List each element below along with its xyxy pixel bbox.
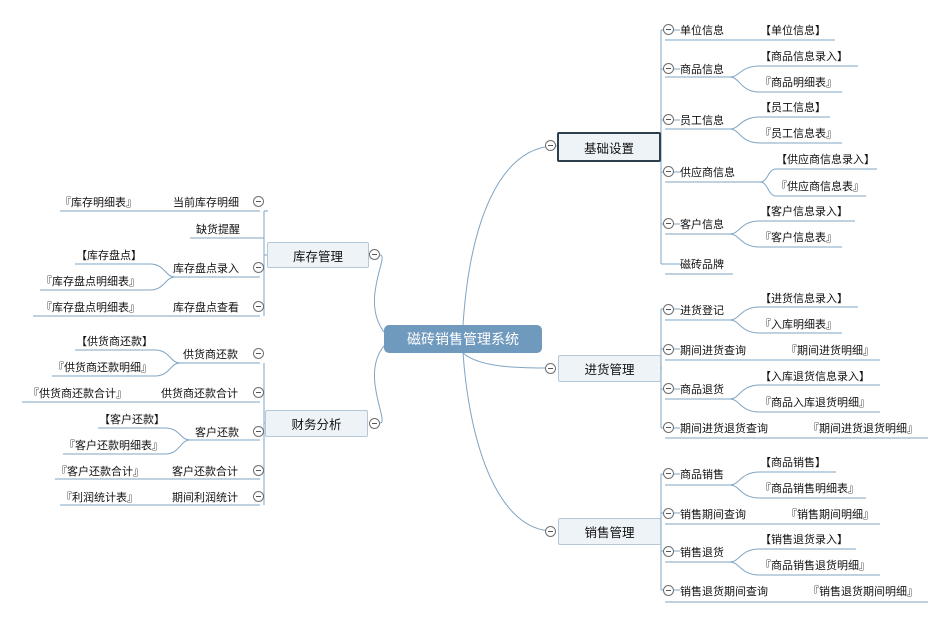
topic-cizhuan[interactable]: 磁砖品牌 <box>680 258 724 271</box>
collapse-toggle-icon[interactable] <box>663 546 674 557</box>
topic-xiaoshou-qijian[interactable]: 销售期间查询 <box>680 508 746 521</box>
topic-yuangong[interactable]: 员工信息 <box>680 114 724 127</box>
collapse-toggle-icon[interactable] <box>369 249 380 260</box>
topic-gongying[interactable]: 供应商信息 <box>680 166 735 179</box>
topic-xiaoshou-tuihuo[interactable]: 销售退货 <box>680 546 724 559</box>
leaf-tuihuo-detail[interactable]: 『商品入库退货明细』 <box>760 396 870 409</box>
topic-shangpin[interactable]: 商品信息 <box>680 63 724 76</box>
leaf-kehu-huankuan-detail[interactable]: 『客户还款明细表』 <box>64 439 163 452</box>
topic-dangqian-kucun[interactable]: 当前库存明细 <box>173 196 239 209</box>
leaf-jinhuo-tuihuo-detail[interactable]: 『期间进货退货明细』 <box>808 422 918 435</box>
topic-kehu-huankuan[interactable]: 客户还款 <box>195 426 239 439</box>
collapse-toggle-icon[interactable] <box>253 426 264 437</box>
collapse-toggle-icon[interactable] <box>545 140 556 151</box>
leaf-tuihuo-entry[interactable]: 【入库退货信息录入】 <box>760 370 870 383</box>
leaf-kehu-entry[interactable]: 【客户信息录入】 <box>760 205 848 218</box>
topic-pandian-entry[interactable]: 库存盘点录入 <box>173 262 239 275</box>
topic-quehuo[interactable]: 缺货提醒 <box>196 223 240 236</box>
leaf-lirun[interactable]: 『利润统计表』 <box>61 491 138 504</box>
leaf-gys-huankuan[interactable]: 【供货商还款】 <box>76 335 153 348</box>
topic-jinhuo-dengji[interactable]: 进货登记 <box>680 304 724 317</box>
topic-shangpin-tuihuo[interactable]: 商品退货 <box>680 383 724 396</box>
leaf-kehu-huankuan[interactable]: 【客户还款】 <box>99 413 165 426</box>
collapse-toggle-icon[interactable] <box>253 387 264 398</box>
leaf-yuangong-info[interactable]: 【员工信息】 <box>760 101 826 114</box>
leaf-shangpin-detail[interactable]: 『商品明细表』 <box>760 76 837 89</box>
collapse-toggle-icon[interactable] <box>253 465 264 476</box>
collapse-toggle-icon[interactable] <box>663 166 674 177</box>
topic-gys-heji[interactable]: 供货商还款合计 <box>161 387 238 400</box>
collapse-toggle-icon[interactable] <box>253 491 264 502</box>
topic-kehu[interactable]: 客户信息 <box>680 218 724 231</box>
leaf-xiaoshou-tuihuo-detail[interactable]: 『商品销售退货明细』 <box>760 559 870 572</box>
leaf-xiaoshou-qijian-detail[interactable]: 『销售期间明细』 <box>786 508 874 521</box>
topic-shangpin-xiaoshou[interactable]: 商品销售 <box>680 468 724 481</box>
leaf-pandian[interactable]: 【库存盘点】 <box>76 249 142 262</box>
leaf-pandian-detail[interactable]: 『库存盘点明细表』 <box>41 275 140 288</box>
collapse-toggle-icon[interactable] <box>663 508 674 519</box>
branch-caiwu[interactable]: 财务分析 <box>265 410 368 437</box>
collapse-toggle-icon[interactable] <box>663 585 674 596</box>
collapse-toggle-icon[interactable] <box>545 526 556 537</box>
branch-jichu[interactable]: 基础设置 <box>557 132 661 162</box>
topic-danwei[interactable]: 单位信息 <box>680 24 724 37</box>
leaf-kehu-heji[interactable]: 『客户还款合计』 <box>56 465 144 478</box>
leaf-danwei-info[interactable]: 【单位信息】 <box>760 24 826 37</box>
leaf-xiaoshou[interactable]: 【商品销售】 <box>760 456 826 469</box>
leaf-yuangong-table[interactable]: 『员工信息表』 <box>760 127 837 140</box>
leaf-gongying-entry[interactable]: 【供应商信息录入】 <box>776 153 875 166</box>
leaf-shangpin-entry[interactable]: 【商品信息录入】 <box>760 50 848 63</box>
leaf-kucun-detail[interactable]: 『库存明细表』 <box>60 196 137 209</box>
collapse-toggle-icon[interactable] <box>253 196 264 207</box>
collapse-toggle-icon[interactable] <box>663 304 674 315</box>
leaf-xiaoshou-tuihuo-qijian-detail[interactable]: 『销售退货期间明细』 <box>808 585 918 598</box>
topic-gys-huankuan[interactable]: 供货商还款 <box>183 348 238 361</box>
collapse-toggle-icon[interactable] <box>253 262 264 273</box>
branch-kucun[interactable]: 库存管理 <box>267 242 369 268</box>
leaf-gys-heji[interactable]: 『供货商还款合计』 <box>28 387 127 400</box>
collapse-toggle-icon[interactable] <box>663 468 674 479</box>
leaf-jinhuo-entry[interactable]: 【进货信息录入】 <box>760 292 848 305</box>
collapse-toggle-icon[interactable] <box>253 348 264 359</box>
topic-jinhuo-tuihuo-qijian[interactable]: 期间进货退货查询 <box>680 422 768 435</box>
collapse-toggle-icon[interactable] <box>663 218 674 229</box>
leaf-jinhuo-qijian-detail[interactable]: 『期间进货明细』 <box>786 344 874 357</box>
topic-xiaoshou-tuihuo-qijian[interactable]: 销售退货期间查询 <box>680 585 768 598</box>
collapse-toggle-icon[interactable] <box>545 363 556 374</box>
collapse-toggle-icon[interactable] <box>253 301 264 312</box>
leaf-pandian-view-detail[interactable]: 『库存盘点明细表』 <box>41 301 140 314</box>
leaf-ruku-detail[interactable]: 『入库明细表』 <box>760 318 837 331</box>
collapse-toggle-icon[interactable] <box>663 422 674 433</box>
topic-jinhuo-qijian[interactable]: 期间进货查询 <box>680 344 746 357</box>
collapse-toggle-icon[interactable] <box>663 24 674 35</box>
leaf-gongying-table[interactable]: 『供应商信息表』 <box>776 180 864 193</box>
collapse-toggle-icon[interactable] <box>663 383 674 394</box>
leaf-xiaoshou-tuihuo-entry[interactable]: 【销售退货录入】 <box>760 533 848 546</box>
leaf-xiaoshou-detail[interactable]: 『商品销售明细表』 <box>760 482 859 495</box>
topic-lirun[interactable]: 期间利润统计 <box>172 491 238 504</box>
leaf-kehu-table[interactable]: 『客户信息表』 <box>760 231 837 244</box>
leaf-gys-huankuan-detail[interactable]: 『供货商还款明细』 <box>53 361 152 374</box>
topic-pandian-view[interactable]: 库存盘点查看 <box>173 301 239 314</box>
collapse-toggle-icon[interactable] <box>663 114 674 125</box>
topic-kehu-heji[interactable]: 客户还款合计 <box>172 465 238 478</box>
collapse-toggle-icon[interactable] <box>663 344 674 355</box>
root-topic[interactable]: 磁砖销售管理系统 <box>384 325 542 353</box>
collapse-toggle-icon[interactable] <box>663 63 674 74</box>
collapse-toggle-icon[interactable] <box>369 418 380 429</box>
branch-jinhuo[interactable]: 进货管理 <box>558 355 661 382</box>
branch-xiaoshou[interactable]: 销售管理 <box>558 518 661 545</box>
